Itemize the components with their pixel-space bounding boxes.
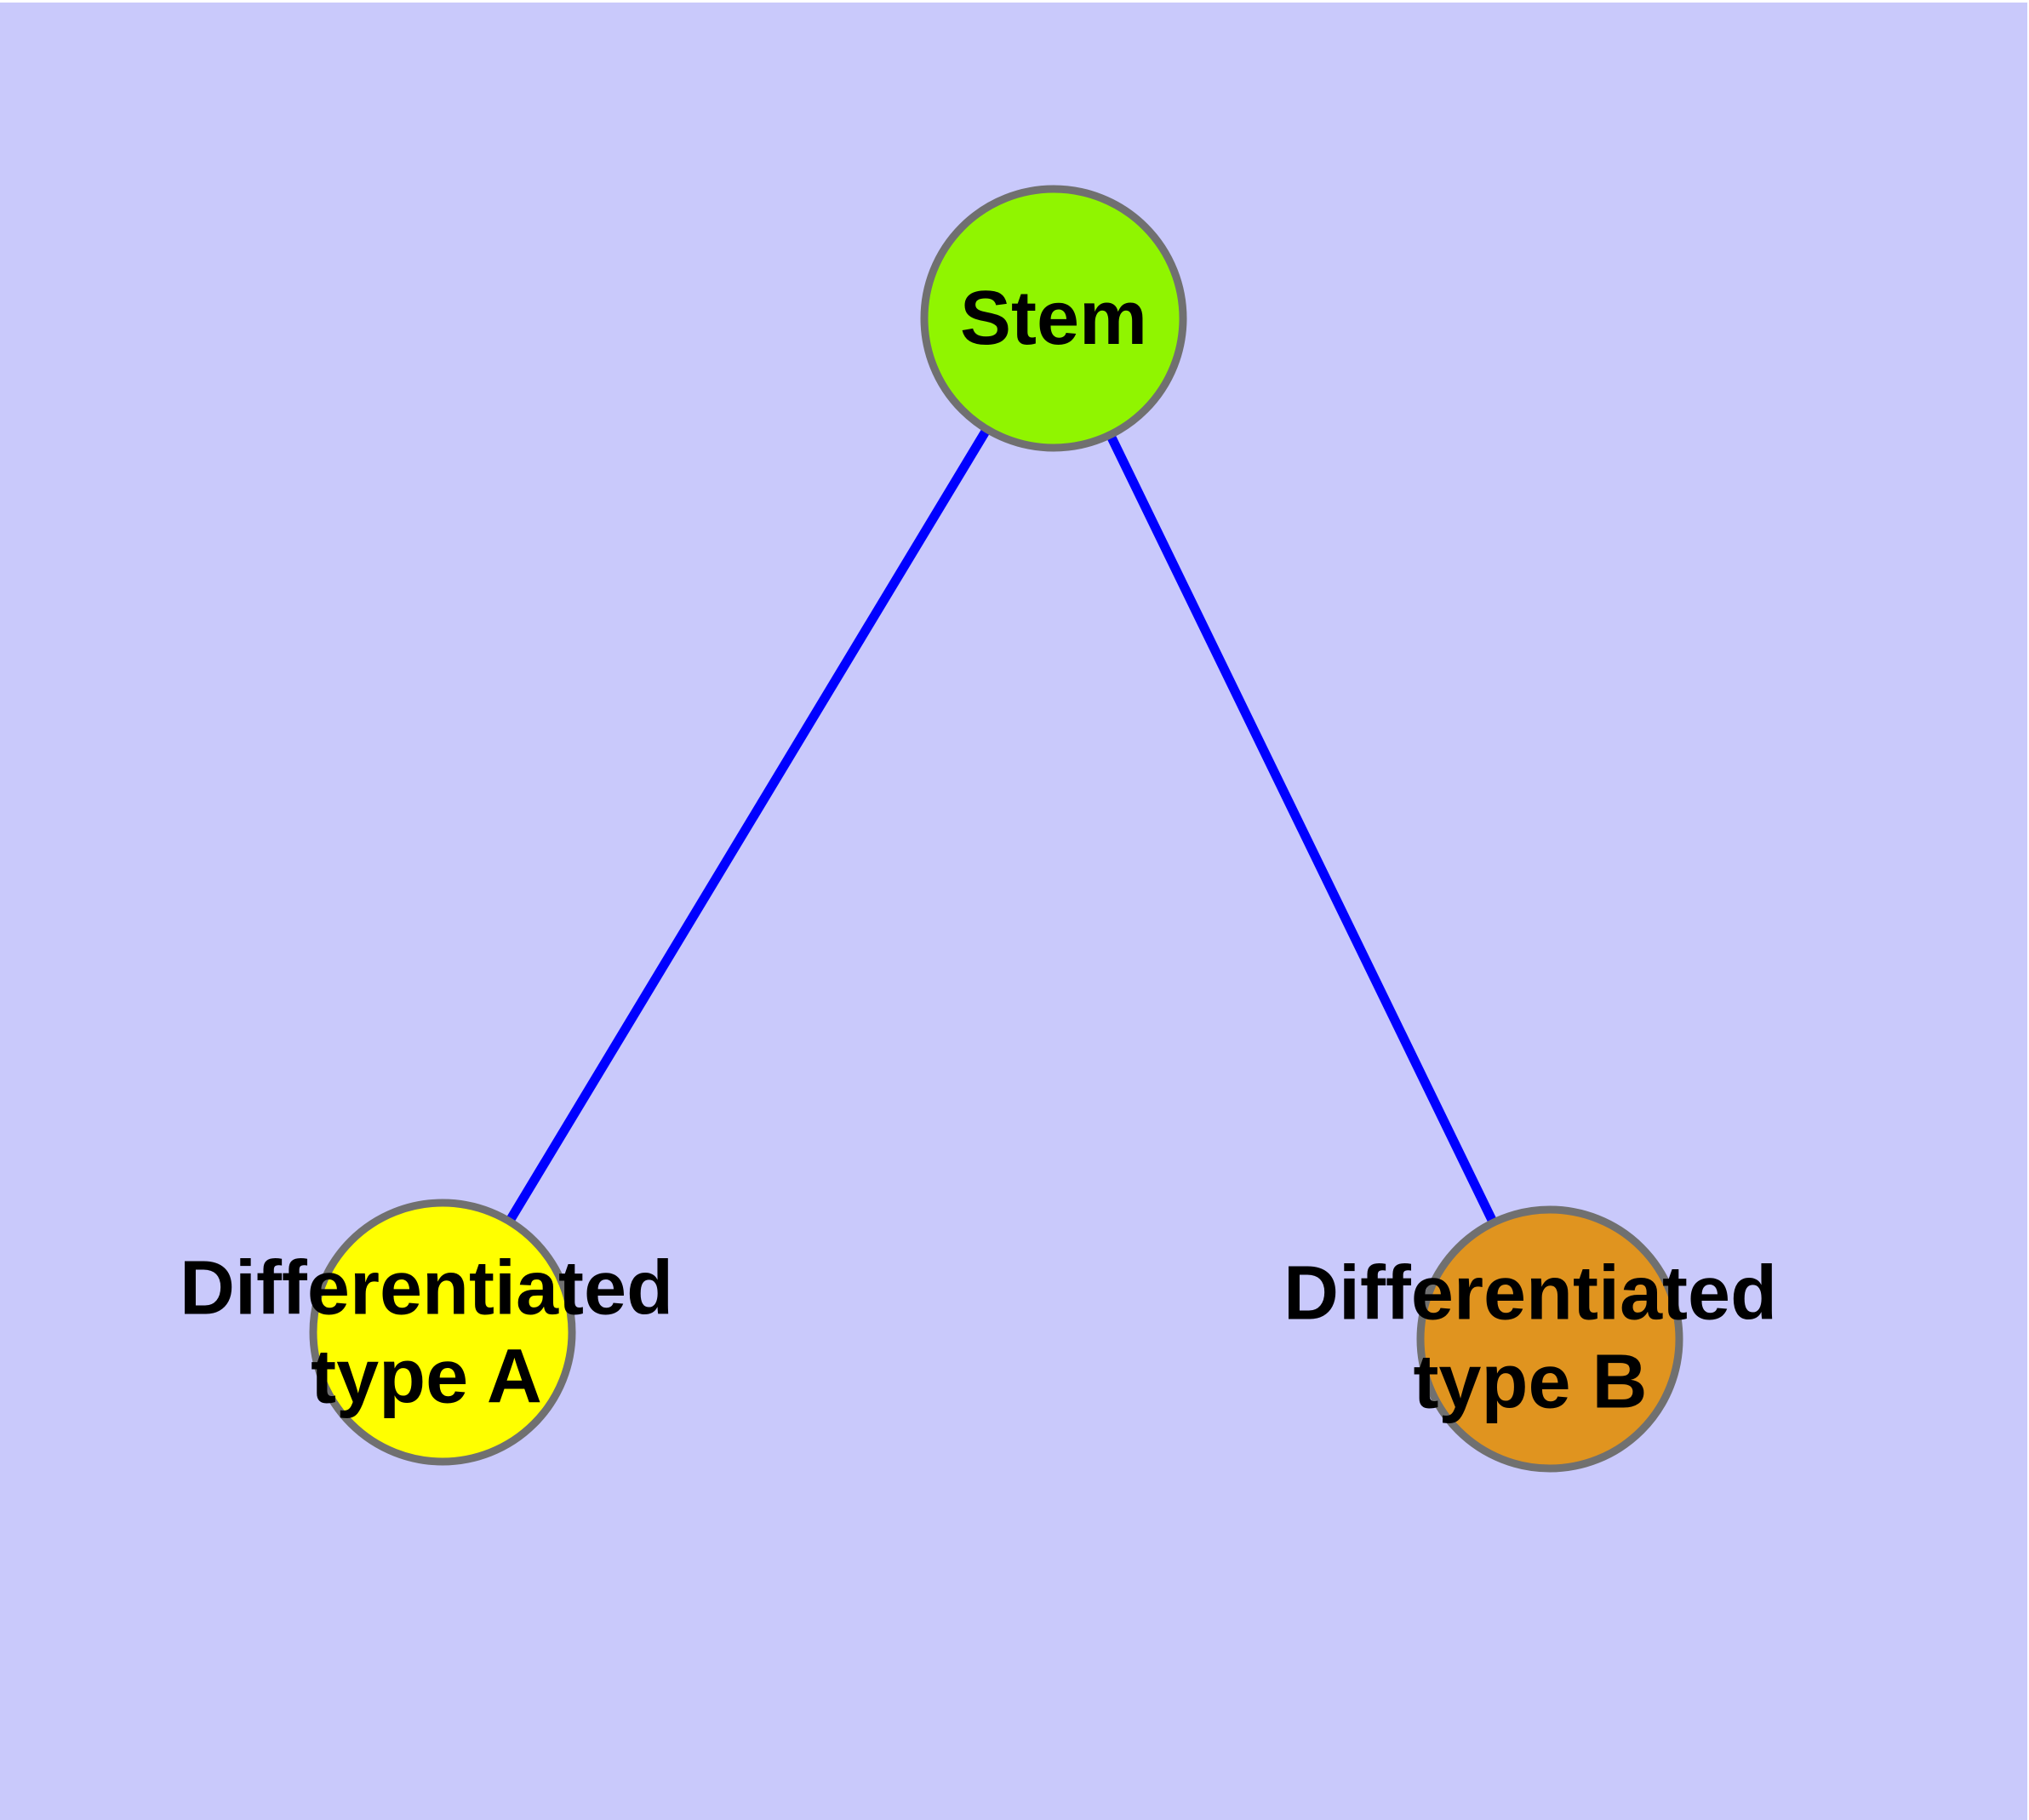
stem-node-label: Stem (960, 274, 1147, 363)
type-b-label-line2: type B (1413, 1340, 1648, 1425)
type-a-node-label: Differentiated type A (180, 1245, 673, 1422)
type-a-label-line2: type A (311, 1335, 542, 1420)
type-b-node-label: Differentiated type B (1283, 1250, 1777, 1428)
type-b-label-line1: Differentiated (1283, 1251, 1778, 1336)
edge-stem-to-type-a (438, 316, 1058, 1335)
type-b-node-circle (1416, 1205, 1683, 1473)
stem-node-circle (920, 185, 1187, 452)
edge-stem-to-type-b (1049, 316, 1554, 1342)
stem-label-text: Stem (959, 275, 1148, 361)
type-a-node-circle (309, 1199, 576, 1466)
type-a-label-line1: Differentiated (179, 1245, 674, 1331)
